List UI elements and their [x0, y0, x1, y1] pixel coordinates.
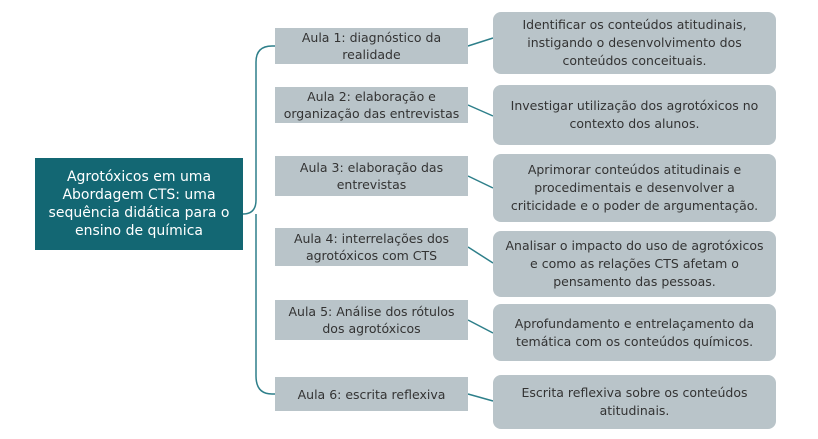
- lesson-label: Aula 6: escrita reflexiva: [297, 386, 446, 402]
- goal-box-1: Identificar os conteúdos atitudinais, in…: [493, 12, 776, 74]
- lesson-box-2: Aula 2: elaboração e organização das ent…: [275, 87, 468, 123]
- bracket-connector: [242, 45, 275, 395]
- goal-box-5: Aprofundamento e entrelaçamento da temát…: [493, 304, 776, 361]
- goal-text: Aprofundamento e entrelaçamento da temát…: [514, 315, 755, 349]
- goal-text: Analisar o impacto do uso de agrotóxicos…: [505, 238, 764, 289]
- connector-3: [467, 175, 494, 189]
- connector-4: [467, 246, 494, 264]
- goal-box-2: Investigar utilização dos agrotóxicos no…: [493, 85, 776, 145]
- lesson-label: Aula 2: elaboração e organização das ent…: [283, 89, 460, 121]
- goal-text: Aprimorar conteúdos atitudinais e proced…: [510, 162, 759, 213]
- connector-2: [467, 104, 494, 117]
- goal-box-6: Escrita reflexiva sobre os conteúdos ati…: [493, 375, 776, 429]
- lesson-label: Aula 5: Análise dos rótulos dos agrotóxi…: [288, 304, 455, 336]
- goal-text: Investigar utilização dos agrotóxicos no…: [510, 98, 759, 131]
- lesson-box-1: Aula 1: diagnóstico da realidade: [275, 28, 468, 64]
- lesson-box-3: Aula 3: elaboração das entrevistas: [275, 156, 468, 196]
- lesson-label: Aula 4: interrelações dos agrotóxicos co…: [293, 231, 450, 263]
- root-topic-text: Agrotóxicos em uma Abordagem CTS: uma se…: [48, 169, 230, 239]
- root-topic-box: Agrotóxicos em uma Abordagem CTS: uma se…: [35, 158, 243, 250]
- lesson-label: Aula 3: elaboração das entrevistas: [299, 160, 444, 192]
- connector-6: [467, 393, 494, 402]
- lesson-box-6: Aula 6: escrita reflexiva: [275, 377, 468, 411]
- connector-1: [467, 37, 494, 47]
- goal-box-3: Aprimorar conteúdos atitudinais e proced…: [493, 154, 776, 222]
- lesson-box-5: Aula 5: Análise dos rótulos dos agrotóxi…: [275, 300, 468, 340]
- lesson-box-4: Aula 4: interrelações dos agrotóxicos co…: [275, 228, 468, 266]
- goal-text: Identificar os conteúdos atitudinais, in…: [522, 17, 747, 68]
- connector-5: [467, 319, 494, 334]
- lesson-label: Aula 1: diagnóstico da realidade: [301, 30, 442, 62]
- goal-text: Escrita reflexiva sobre os conteúdos ati…: [521, 385, 748, 418]
- goal-box-4: Analisar o impacto do uso de agrotóxicos…: [493, 231, 776, 297]
